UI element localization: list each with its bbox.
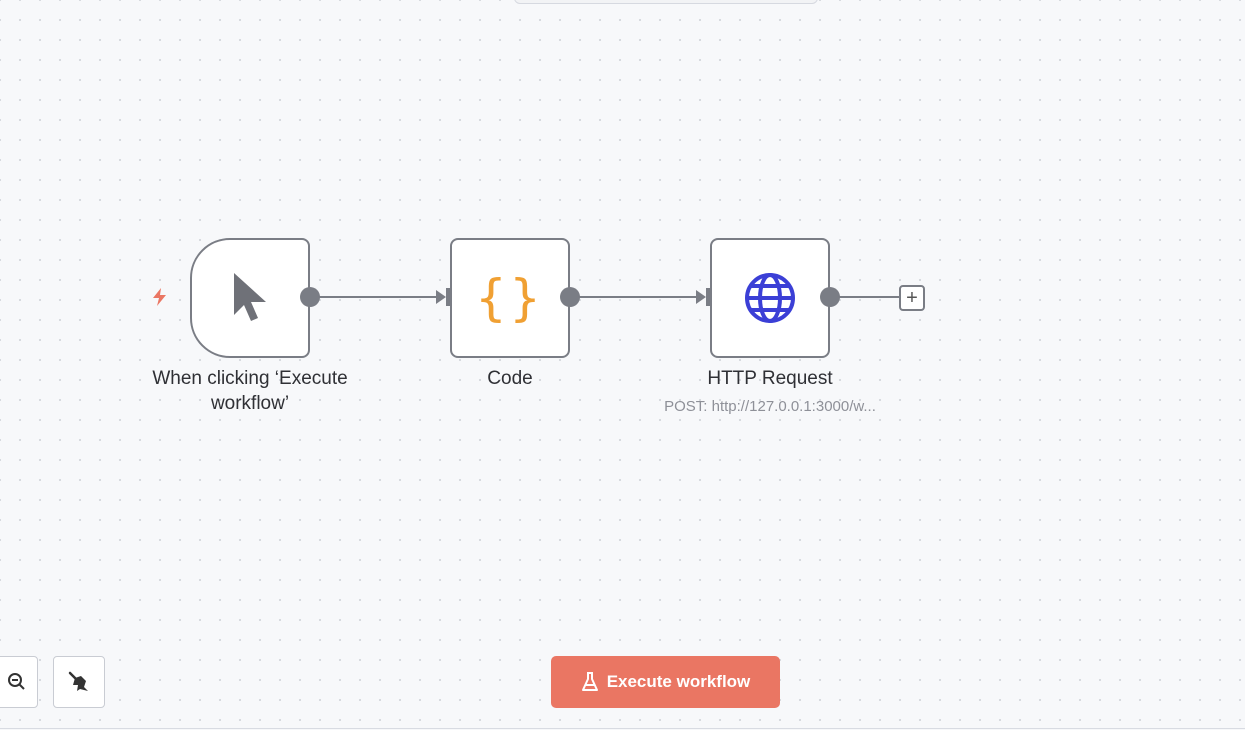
http-node-subtitle: POST: http://127.0.0.1:3000/w... xyxy=(664,398,876,415)
execute-workflow-button[interactable]: Execute workflow xyxy=(551,656,780,708)
add-node-button[interactable]: + xyxy=(899,285,925,311)
trigger-bolt-icon xyxy=(153,288,166,306)
trigger-node[interactable] xyxy=(190,238,310,358)
output-handle-http[interactable] xyxy=(820,287,840,307)
connection-arrow-code xyxy=(436,290,446,304)
trigger-node-label: When clicking ‘Execute workflow’ xyxy=(152,368,348,414)
plus-icon: + xyxy=(906,287,918,309)
code-braces-icon: {} xyxy=(475,269,545,327)
flask-icon xyxy=(581,672,598,691)
canvas-bottom-border xyxy=(0,728,1245,729)
globe-icon xyxy=(745,273,795,323)
http-request-node[interactable] xyxy=(710,238,830,358)
output-handle-code[interactable] xyxy=(560,287,580,307)
http-node-label: HTTP Request xyxy=(707,368,833,389)
output-handle-trigger[interactable] xyxy=(300,287,320,307)
execute-workflow-label: Execute workflow xyxy=(606,672,751,691)
connection-arrow-http xyxy=(696,290,706,304)
mouse-pointer-icon xyxy=(234,273,266,321)
broom-icon xyxy=(68,671,88,691)
tidy-up-button[interactable] xyxy=(53,656,105,708)
code-node-label: Code xyxy=(487,368,533,389)
zoom-out-button[interactable] xyxy=(0,656,38,708)
code-node[interactable]: {} xyxy=(450,238,570,358)
zoom-out-icon xyxy=(8,673,25,690)
